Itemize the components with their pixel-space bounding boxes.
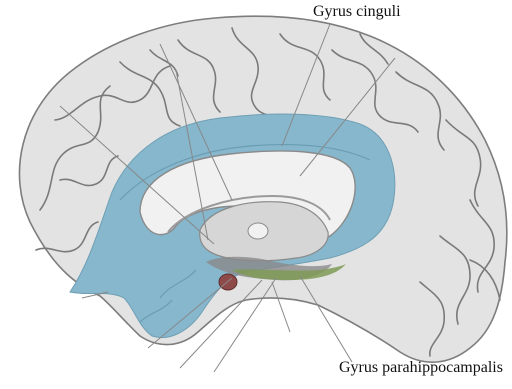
amygdala (219, 274, 237, 290)
label-gyrus-cinguli: Gyrus cinguli (313, 3, 401, 21)
interthalamic-adhesion (248, 223, 268, 239)
label-gyrus-parahippocampalis: Gyrus parahippocampalis (339, 359, 503, 377)
